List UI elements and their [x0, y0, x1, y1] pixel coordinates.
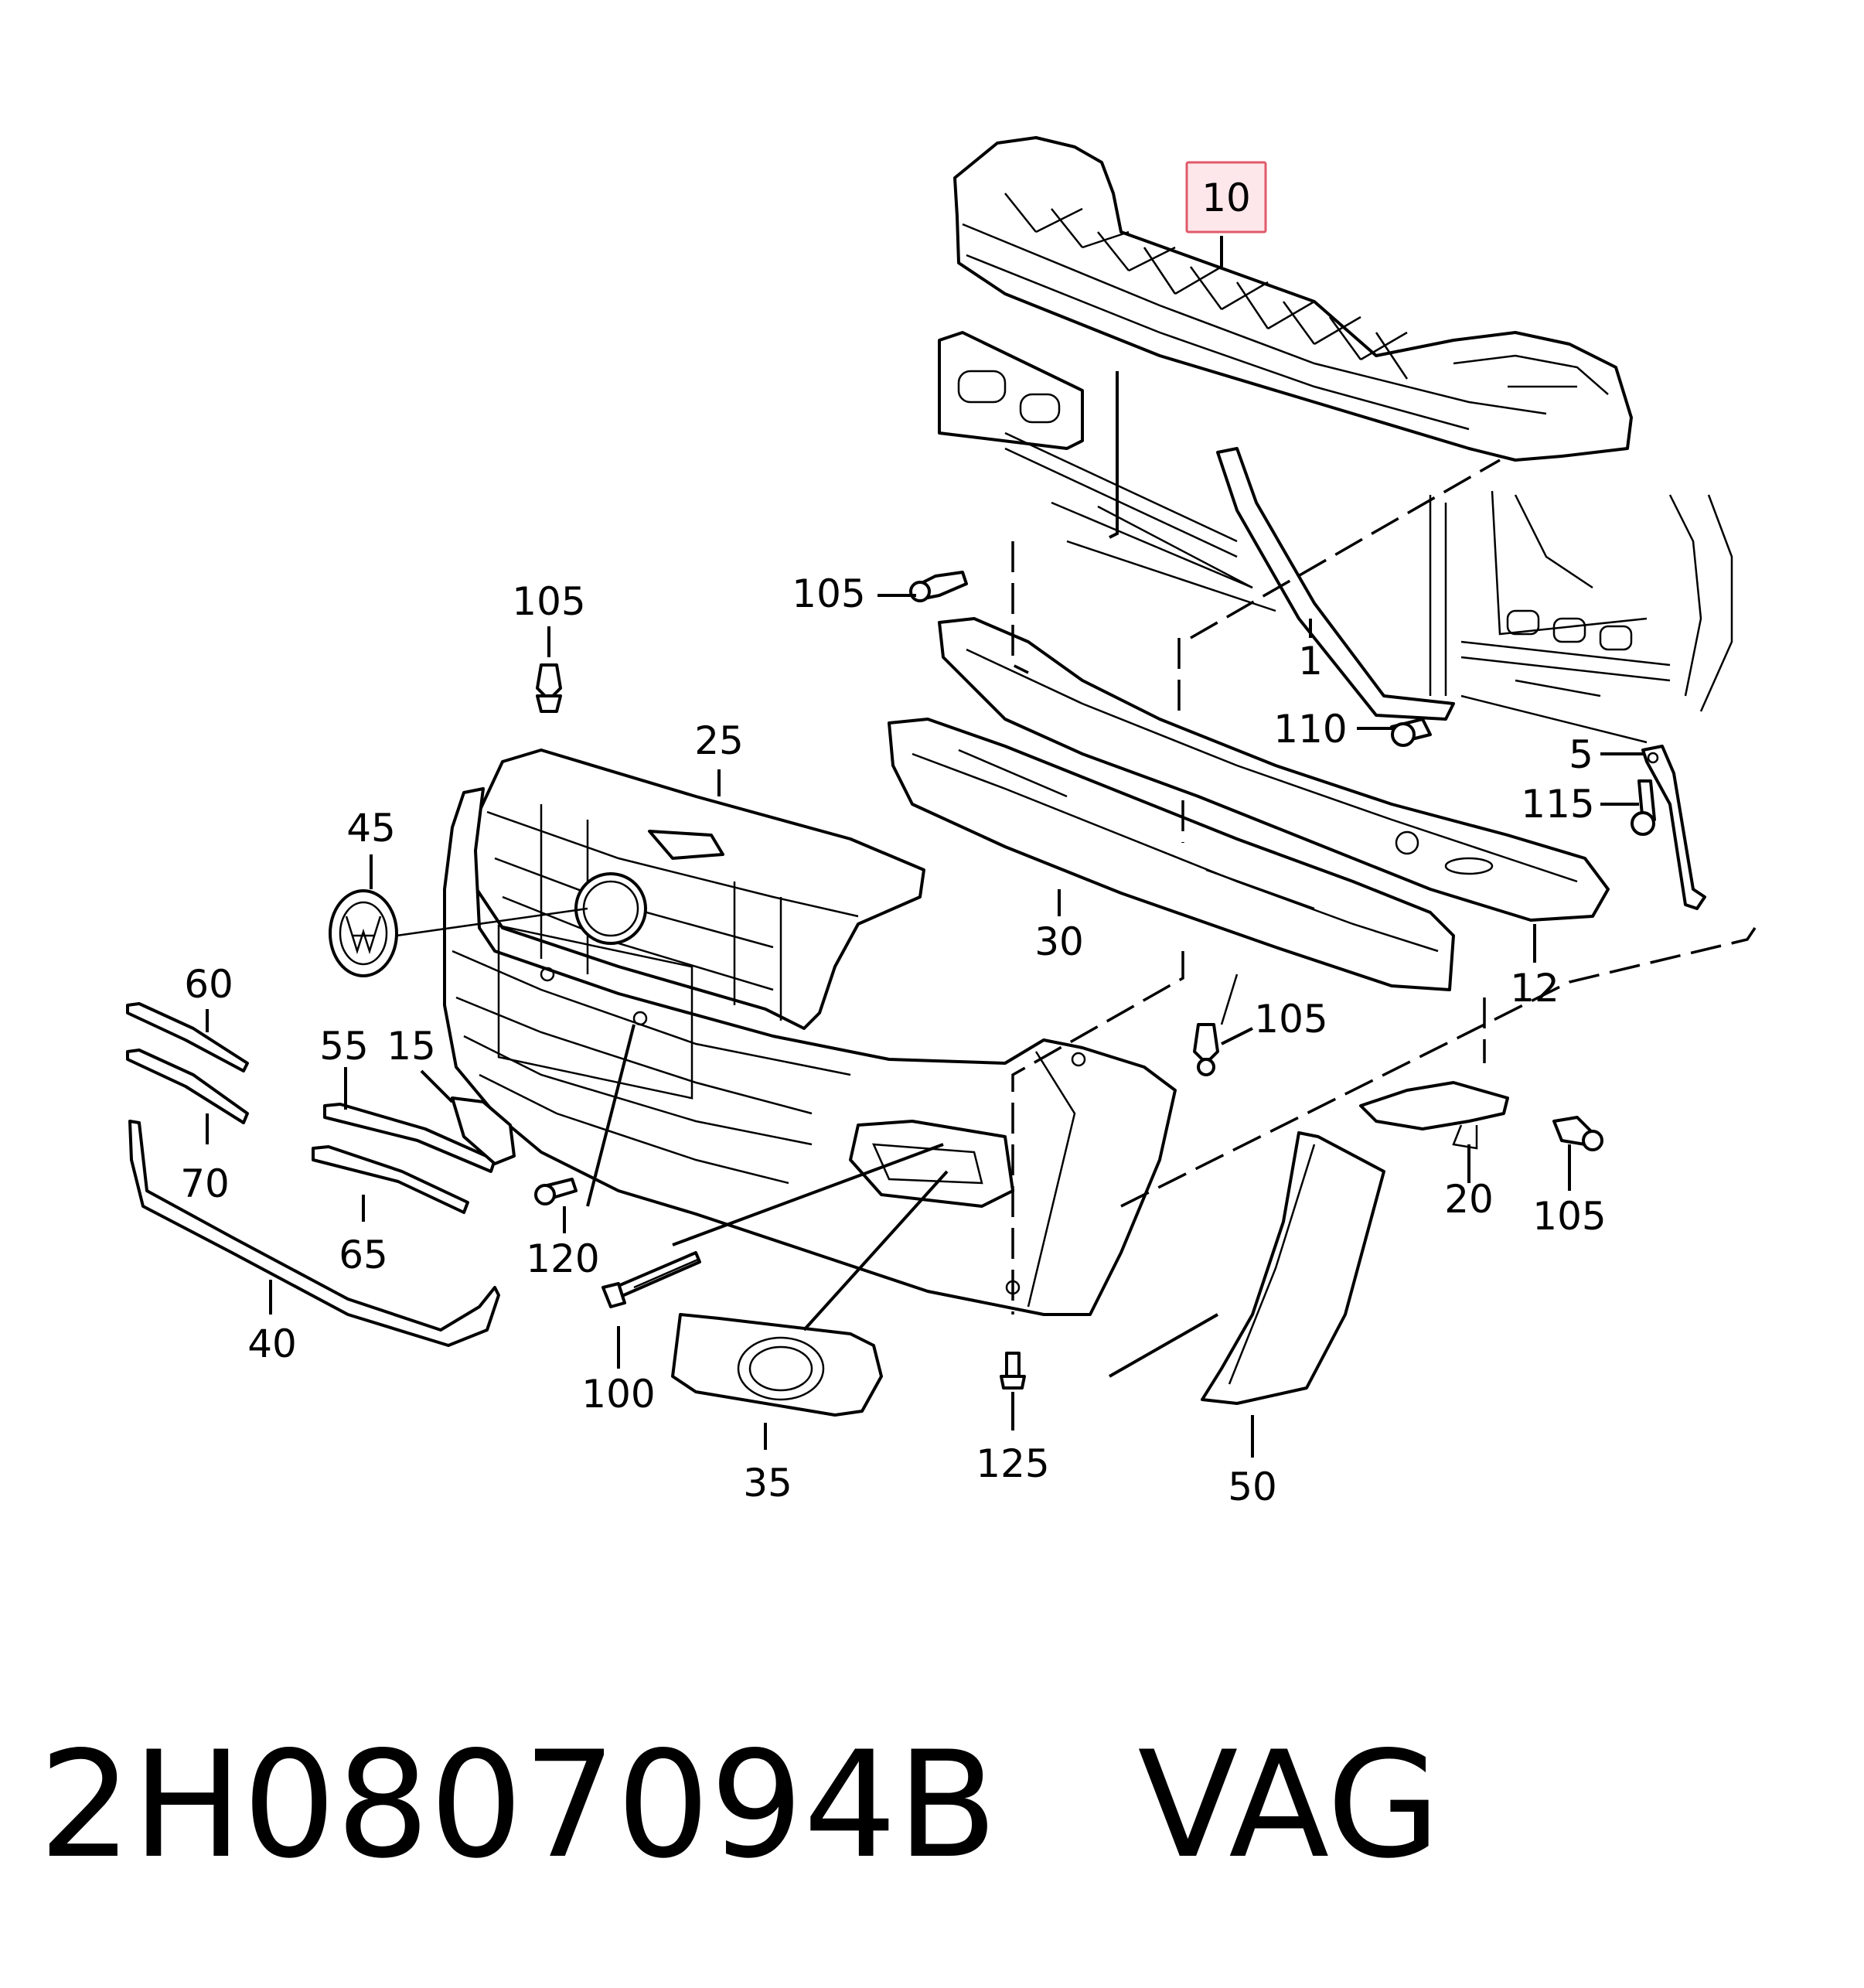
- callout-15[interactable]: 15: [387, 1024, 436, 1069]
- callout-labels: 10 1 105 105 105 105 110 5 115 12 25 30 …: [180, 161, 1607, 1509]
- part-12-bracket: [938, 617, 1610, 922]
- part-20-bracket: [1359, 1081, 1509, 1150]
- screw-125: [1000, 1352, 1026, 1390]
- part-50-side-trim: [1201, 1131, 1385, 1405]
- callout-105-a[interactable]: 105: [512, 579, 585, 624]
- callout-60[interactable]: 60: [184, 962, 233, 1007]
- callout-1[interactable]: 1: [1298, 639, 1323, 684]
- footer-separator: [997, 1720, 1137, 1891]
- callout-70[interactable]: 70: [180, 1161, 230, 1206]
- callout-120[interactable]: 120: [526, 1236, 599, 1281]
- callout-105-d[interactable]: 105: [1532, 1194, 1606, 1239]
- bolt-115: [1631, 779, 1656, 836]
- callout-110[interactable]: 110: [1273, 707, 1347, 752]
- bolt-110: [1390, 718, 1432, 747]
- callout-20[interactable]: 20: [1444, 1177, 1494, 1222]
- clip-105-a: [536, 663, 562, 713]
- bumper-cover: [443, 787, 1177, 1316]
- callout-105-b[interactable]: 105: [792, 571, 865, 616]
- callout-45[interactable]: 45: [346, 806, 396, 851]
- part-35-fog-grille: [671, 1313, 883, 1417]
- screw-120: [534, 1178, 578, 1205]
- right-body-structure: [1429, 490, 1733, 744]
- callout-35[interactable]: 35: [743, 1461, 792, 1505]
- part-25-grille: [470, 748, 925, 1030]
- part-45-emblem: [329, 889, 588, 977]
- clip-105-d: [1552, 1116, 1603, 1151]
- callout-125[interactable]: 125: [976, 1441, 1049, 1486]
- callout-40[interactable]: 40: [247, 1321, 297, 1366]
- clip-105-b: [909, 571, 968, 602]
- assembly-lines: [1011, 459, 1757, 1315]
- callout-5[interactable]: 5: [1569, 732, 1593, 777]
- callout-65[interactable]: 65: [339, 1233, 388, 1277]
- callout-100[interactable]: 100: [581, 1372, 655, 1417]
- callout-30[interactable]: 30: [1034, 919, 1084, 964]
- clip-105-c: [1193, 1023, 1219, 1076]
- callout-115[interactable]: 115: [1521, 782, 1594, 827]
- part-1-strut: [1216, 447, 1455, 721]
- callout-105-c[interactable]: 105: [1254, 997, 1327, 1042]
- highlight-box-10: [1185, 161, 1267, 234]
- callout-25[interactable]: 25: [694, 718, 744, 763]
- part-5-bracket: [1641, 745, 1706, 910]
- part-15-cap: [451, 1096, 516, 1165]
- part-30-absorber: [888, 718, 1455, 991]
- bolt-100: [601, 1251, 701, 1308]
- callout-55[interactable]: 55: [319, 1024, 369, 1069]
- callout-12[interactable]: 12: [1510, 966, 1559, 1011]
- left-mount-bracket: [938, 331, 1276, 612]
- part-number: 2H0807094B: [39, 1720, 998, 1891]
- fasteners: [534, 571, 1706, 1390]
- leader-lines: [206, 236, 1643, 1458]
- part-10-reinforcement: [953, 136, 1633, 462]
- brand-name: VAG: [1137, 1720, 1441, 1891]
- callout-50[interactable]: 50: [1228, 1465, 1277, 1509]
- trim-strips-center: [312, 1103, 496, 1214]
- callout-10[interactable]: 10: [1201, 176, 1251, 220]
- footer-caption: 2H0807094B VAG: [39, 1732, 1440, 1879]
- trim-strips-left: [126, 1002, 500, 1347]
